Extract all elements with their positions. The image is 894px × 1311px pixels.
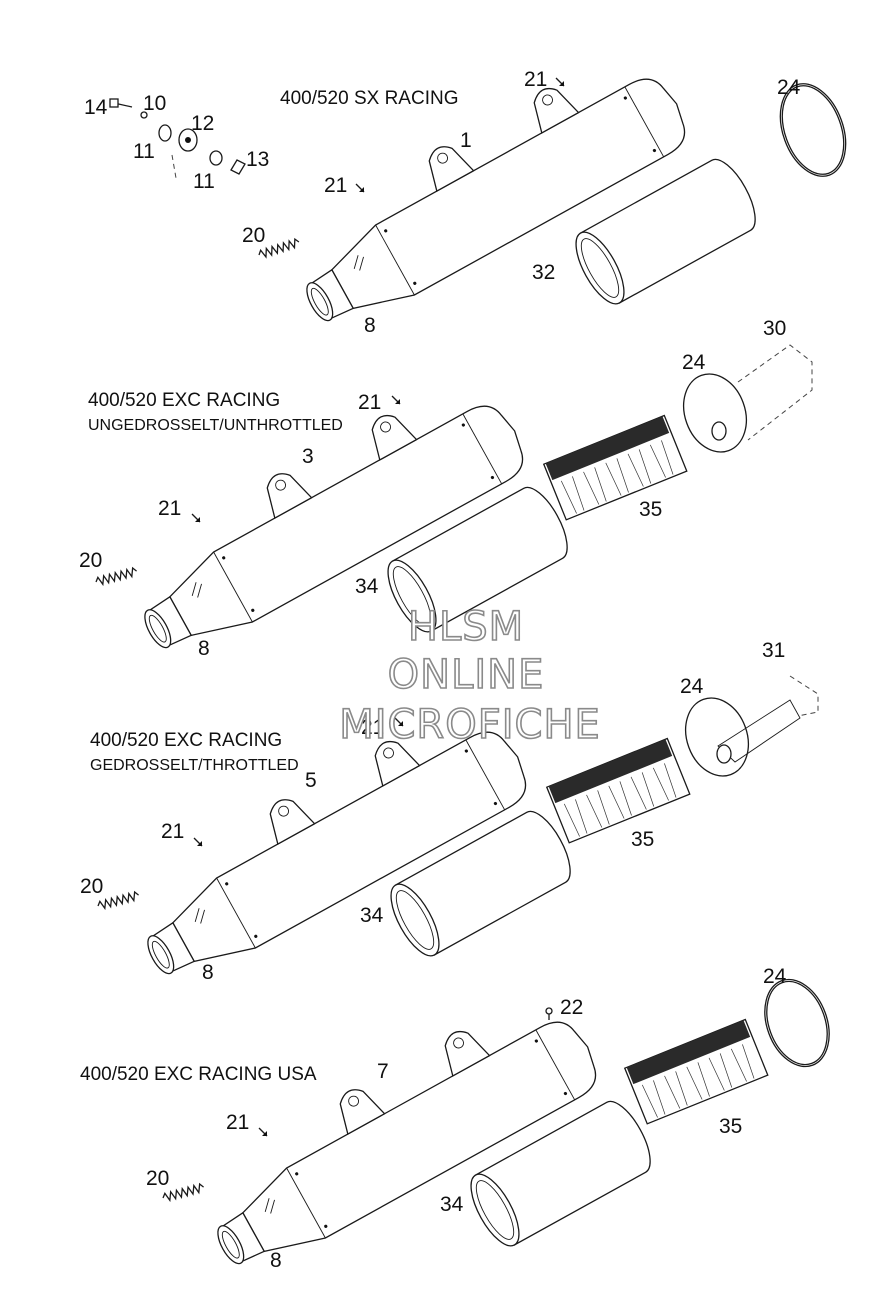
label-8-sx: 8	[364, 314, 376, 337]
label-31: 31	[762, 639, 785, 662]
label-3: 3	[302, 445, 314, 468]
label-22: 22	[560, 996, 583, 1019]
label-21-c-left: 21	[161, 820, 184, 843]
watermark-line-2: ONLINE	[388, 652, 545, 698]
label-24-c: 24	[680, 675, 704, 698]
label-14: 14	[84, 96, 108, 119]
title-exc-usa: 400/520 EXC RACING USA	[80, 1064, 317, 1085]
seal-ring-24-c	[685, 697, 749, 777]
seal-ring-24	[779, 83, 847, 177]
label-24-sx: 24	[777, 76, 801, 99]
label-35-a: 35	[639, 498, 662, 521]
title-sx-racing: 400/520 SX RACING	[280, 88, 458, 109]
rivet-21-b-left	[191, 513, 201, 523]
label-21-d: 21	[226, 1111, 249, 1134]
label-12: 12	[191, 112, 214, 135]
section-exc-throttled: 400/520 EXC RACING GEDROSSELT/THROTTLED …	[80, 639, 819, 995]
packing-mat-35-c	[624, 1018, 769, 1125]
spring-20-c	[96, 890, 141, 911]
label-21-c-top: 21	[361, 716, 384, 739]
watermark-line-3: MICROFICHE	[339, 702, 601, 748]
label-10: 10	[143, 92, 166, 115]
seal-ring-24-d	[764, 978, 830, 1068]
end-cap-30	[737, 344, 813, 441]
label-8-d: 8	[270, 1249, 282, 1272]
rivet-21-top	[555, 77, 565, 87]
label-8-c: 8	[202, 961, 214, 984]
end-cap-31	[716, 675, 819, 764]
label-8-b: 8	[198, 637, 210, 660]
seal-ring-24-b	[683, 373, 747, 453]
watermark: HLSM ONLINE MICROFICHE	[338, 603, 601, 749]
label-32: 32	[532, 261, 555, 284]
label-24-d: 24	[763, 965, 787, 988]
label-1: 1	[460, 129, 472, 152]
label-21-b-top: 21	[358, 391, 381, 414]
title-exc-unthrottled: 400/520 EXC RACING	[88, 390, 280, 411]
label-20-d: 20	[146, 1167, 169, 1190]
screw-22	[545, 1007, 553, 1020]
rivet-21-left	[355, 183, 365, 193]
label-34-c: 34	[440, 1193, 464, 1216]
label-20-b: 20	[79, 549, 102, 572]
label-13: 13	[246, 148, 269, 171]
section-exc-unthrottled: 400/520 EXC RACING UNGEDROSSELT/UNTHROTT…	[79, 317, 813, 669]
subtitle-exc-throttled: GEDROSSELT/THROTTLED	[90, 757, 299, 774]
label-21-sx-left: 21	[324, 174, 347, 197]
label-20-c: 20	[80, 875, 103, 898]
packing-mat-35-b	[546, 737, 691, 844]
watermark-line-1: HLSM	[408, 604, 524, 650]
label-24-b: 24	[682, 351, 706, 374]
label-21-sx-top: 21	[524, 68, 547, 91]
label-30: 30	[763, 317, 786, 340]
packing-mat-35-a	[543, 414, 688, 521]
section-sx-racing: 400/520 SX RACING 14 10 12 11 11 13 1	[84, 35, 847, 342]
label-7: 7	[377, 1060, 389, 1083]
label-11-b: 11	[193, 170, 215, 193]
rivet-21-d	[258, 1127, 268, 1137]
label-34-a: 34	[355, 575, 379, 598]
subtitle-exc-unthrottled: UNGEDROSSELT/UNTHROTTLED	[88, 417, 343, 434]
hardware-cluster	[109, 98, 246, 179]
label-11-a: 11	[133, 140, 155, 163]
rivet-21-b-top	[391, 395, 401, 405]
label-20-sx: 20	[242, 224, 265, 247]
label-35-b: 35	[631, 828, 654, 851]
section-exc-usa: 400/520 EXC RACING USA 22 24 7 21 35 20 …	[80, 965, 830, 1285]
label-35-c: 35	[719, 1115, 742, 1138]
title-exc-throttled: 400/520 EXC RACING	[90, 730, 282, 751]
label-34-b: 34	[360, 904, 384, 927]
label-5: 5	[305, 769, 317, 792]
rivet-21-c-left	[193, 837, 203, 847]
label-21-b-left: 21	[158, 497, 181, 520]
